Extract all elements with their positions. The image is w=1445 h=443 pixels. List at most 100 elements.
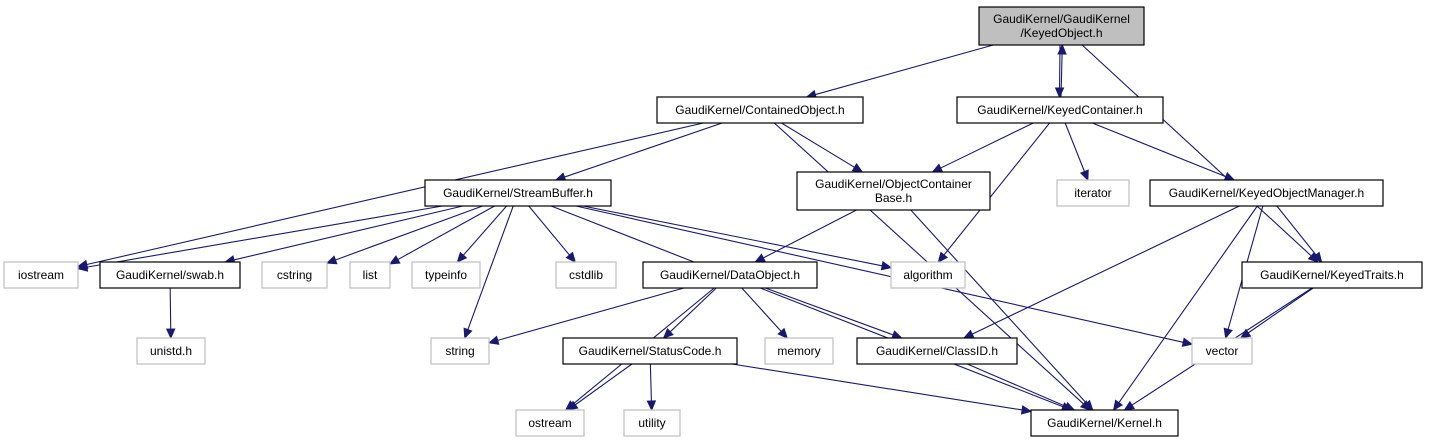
edge-line bbox=[1060, 53, 1063, 98]
node-algorithm: algorithm bbox=[890, 261, 966, 289]
edge-line bbox=[575, 363, 633, 406]
node-iostream: iostream bbox=[3, 261, 79, 289]
node-dataobject[interactable]: GaudiKernel/DataObject.h bbox=[642, 261, 818, 289]
edge-line bbox=[1081, 44, 1312, 257]
arrowhead-icon bbox=[565, 251, 577, 263]
node-box bbox=[424, 179, 612, 207]
edge-line bbox=[528, 205, 570, 256]
node-label: vector bbox=[1206, 344, 1239, 358]
node-streambuffer[interactable]: GaudiKernel/StreamBuffer.h bbox=[424, 179, 612, 207]
arrowhead-icon bbox=[754, 253, 766, 263]
arrowhead-icon bbox=[325, 255, 338, 265]
arrowhead-icon bbox=[662, 327, 674, 339]
node-keyedobjectmanager[interactable]: GaudiKernel/KeyedObjectManager.h bbox=[1149, 179, 1384, 207]
edge-line bbox=[1064, 122, 1086, 172]
edge-line bbox=[669, 287, 717, 333]
node-label: Base.h bbox=[875, 191, 912, 205]
node-box bbox=[1149, 179, 1384, 207]
edge-line bbox=[467, 205, 514, 330]
edge-line bbox=[971, 205, 1240, 335]
arrowhead-icon bbox=[937, 251, 949, 263]
node-box bbox=[430, 337, 490, 365]
node-statuscode[interactable]: GaudiKernel/StatusCode.h bbox=[562, 337, 738, 365]
node-list: list bbox=[349, 261, 391, 289]
arrowhead-icon bbox=[1082, 399, 1094, 411]
node-keyedobject[interactable]: GaudiKernel/GaudiKernel/KeyedObject.h bbox=[978, 6, 1145, 46]
edge-line bbox=[86, 122, 704, 266]
edge-streambuffer-to-cstring bbox=[325, 205, 483, 265]
node-box bbox=[349, 261, 391, 289]
edge-classid-to-kernel bbox=[967, 363, 1076, 411]
arrowhead-icon bbox=[931, 163, 944, 173]
node-keyedcontainer[interactable]: GaudiKernel/KeyedContainer.h bbox=[956, 96, 1164, 124]
node-label: utility bbox=[638, 416, 665, 430]
node-swab[interactable]: GaudiKernel/swab.h bbox=[99, 261, 241, 289]
edge-line bbox=[497, 287, 684, 341]
arrowhead-icon bbox=[1181, 337, 1194, 347]
edge-keyedcontainer-to-objectcontainerbase bbox=[931, 122, 1034, 173]
node-label: GaudiKernel/KeyedTraits.h bbox=[1260, 268, 1404, 282]
node-iterator: iterator bbox=[1056, 179, 1130, 207]
arrowhead-icon bbox=[777, 327, 789, 339]
node-label: GaudiKernel/KeyedObjectManager.h bbox=[1169, 186, 1364, 200]
edge-containedobject-to-objectcontainerbase bbox=[781, 122, 864, 173]
arrowhead-icon bbox=[963, 329, 975, 339]
edge-line bbox=[1247, 287, 1314, 334]
node-label: GaudiKernel/DataObject.h bbox=[660, 268, 800, 282]
edge-line bbox=[1276, 205, 1317, 256]
node-box bbox=[411, 261, 481, 289]
arrowhead-icon bbox=[456, 251, 468, 263]
edge-keyedobjectmanager-to-classid bbox=[963, 205, 1240, 339]
node-box bbox=[261, 261, 328, 289]
edge-line bbox=[910, 209, 1088, 404]
node-box bbox=[562, 337, 738, 365]
edge-dataobject-to-string bbox=[487, 287, 684, 345]
node-box bbox=[956, 96, 1164, 124]
edge-keyedcontainer-to-keyedobject bbox=[1057, 43, 1067, 98]
node-label: GaudiKernel/ObjectContainer bbox=[815, 177, 972, 191]
node-box bbox=[978, 6, 1145, 46]
node-box bbox=[1241, 261, 1423, 289]
node-label: /KeyedObject.h bbox=[1020, 26, 1102, 40]
arrowhead-icon bbox=[1123, 400, 1136, 411]
arrowhead-icon bbox=[851, 162, 864, 173]
node-label: GaudiKernel/Kernel.h bbox=[1047, 416, 1162, 430]
node-keyedtraits[interactable]: GaudiKernel/KeyedTraits.h bbox=[1241, 261, 1423, 289]
arrowhead-icon bbox=[567, 400, 579, 411]
edge-statuscode-to-ostream bbox=[567, 363, 633, 411]
node-label: ostream bbox=[528, 416, 571, 430]
edge-line bbox=[741, 287, 782, 332]
node-box bbox=[623, 409, 681, 437]
node-box bbox=[1056, 179, 1130, 207]
node-label: GaudiKernel/KeyedContainer.h bbox=[977, 103, 1142, 117]
node-box bbox=[642, 261, 818, 289]
edge-keyedcontainer-to-iterator bbox=[1064, 122, 1089, 182]
node-box bbox=[99, 261, 241, 289]
edge-dataobject-to-statuscode bbox=[662, 287, 717, 339]
edge-line bbox=[233, 205, 463, 261]
node-label: cstdlib bbox=[569, 268, 603, 282]
edge-line bbox=[86, 205, 443, 268]
node-label: iostream bbox=[18, 268, 64, 282]
node-classid[interactable]: GaudiKernel/ClassID.h bbox=[856, 337, 1018, 365]
arrowhead-icon bbox=[1079, 169, 1089, 182]
node-label: memory bbox=[777, 344, 820, 358]
node-box bbox=[796, 171, 991, 211]
edge-dataobject-to-memory bbox=[741, 287, 789, 339]
node-box bbox=[656, 96, 864, 124]
arrowhead-icon bbox=[1112, 399, 1124, 412]
edge-keyedobjectmanager-to-kernel bbox=[1112, 205, 1258, 412]
node-box bbox=[764, 337, 834, 365]
edge-line bbox=[940, 122, 1034, 169]
arrowhead-icon bbox=[165, 328, 176, 340]
edge-objectcontainerbase-to-dataobject bbox=[754, 209, 857, 263]
edge-line bbox=[815, 44, 994, 96]
edge-line bbox=[649, 363, 652, 402]
nodes-layer: GaudiKernel/GaudiKernel/KeyedObject.hGau… bbox=[3, 6, 1423, 437]
edge-objectcontainerbase-to-kernel bbox=[910, 209, 1094, 411]
node-containedobject[interactable]: GaudiKernel/ContainedObject.h bbox=[656, 96, 864, 124]
arrowhead-icon bbox=[1239, 328, 1252, 339]
arrowhead-icon bbox=[1223, 172, 1236, 181]
node-kernel[interactable]: GaudiKernel/Kernel.h bbox=[1030, 409, 1179, 437]
